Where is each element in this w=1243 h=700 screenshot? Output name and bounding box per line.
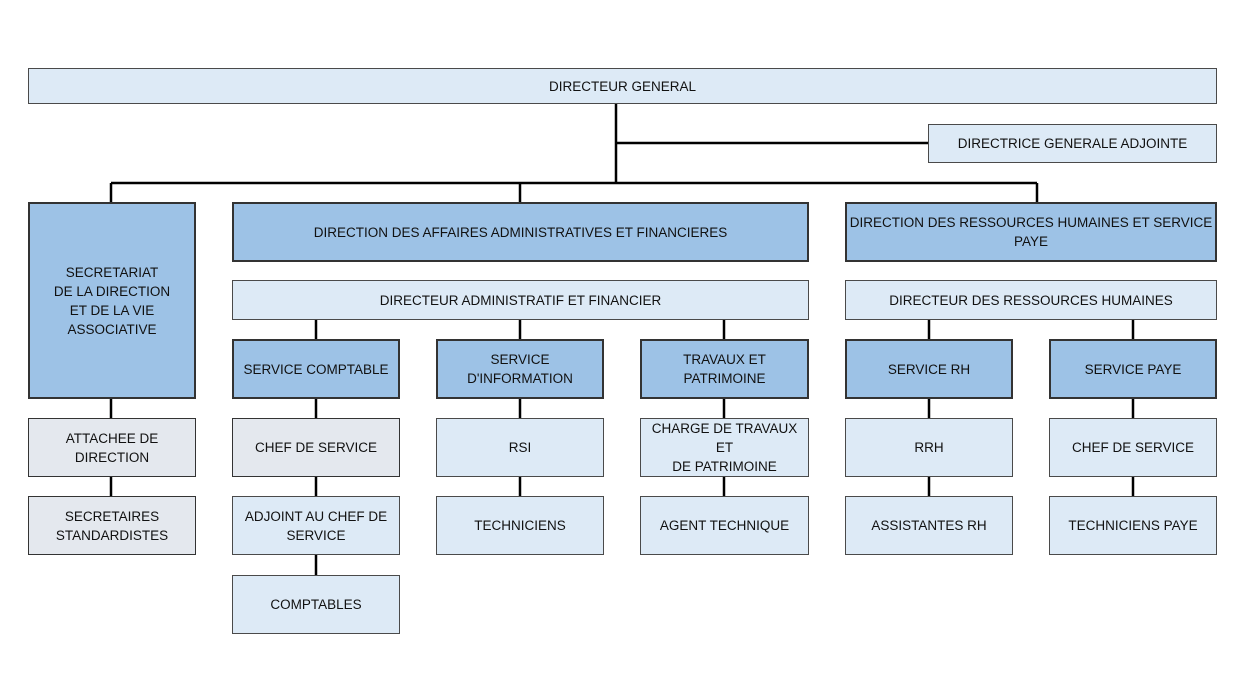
node-assistantes-rh: ASSISTANTES RH [845, 496, 1013, 555]
node-attachee-direction: ATTACHEE DE DIRECTION [28, 418, 196, 477]
node-rrh: RRH [845, 418, 1013, 477]
node-drh-paye: DIRECTION DES RESSOURCES HUMAINES ET SER… [845, 202, 1217, 262]
node-comptables: COMPTABLES [232, 575, 400, 634]
node-service-information: SERVICE D'INFORMATION [436, 339, 604, 399]
node-directeur-general: DIRECTEUR GENERAL [28, 68, 1217, 104]
node-secretariat: SECRETARIAT DE LA DIRECTION ET DE LA VIE… [28, 202, 196, 399]
node-agent-technique: AGENT TECHNIQUE [640, 496, 809, 555]
node-directeur-af: DIRECTEUR ADMINISTRATIF ET FINANCIER [232, 280, 809, 320]
node-directeur-rh: DIRECTEUR DES RESSOURCES HUMAINES [845, 280, 1217, 320]
node-daaf: DIRECTION DES AFFAIRES ADMINISTRATIVES E… [232, 202, 809, 262]
node-adjoint-chef-service: ADJOINT AU CHEF DE SERVICE [232, 496, 400, 555]
node-travaux-patrimoine: TRAVAUX ET PATRIMOINE [640, 339, 809, 399]
node-service-comptable: SERVICE COMPTABLE [232, 339, 400, 399]
node-chef-service-paye: CHEF DE SERVICE [1049, 418, 1217, 477]
node-service-rh: SERVICE RH [845, 339, 1013, 399]
node-rsi: RSI [436, 418, 604, 477]
node-charge-travaux: CHARGE DE TRAVAUX ET DE PATRIMOINE [640, 418, 809, 477]
node-service-paye: SERVICE PAYE [1049, 339, 1217, 399]
node-secretaires-standardistes: SECRETAIRES STANDARDISTES [28, 496, 196, 555]
node-techniciens: TECHNICIENS [436, 496, 604, 555]
node-chef-service-compta: CHEF DE SERVICE [232, 418, 400, 477]
node-techniciens-paye: TECHNICIENS PAYE [1049, 496, 1217, 555]
node-directrice-generale-adjointe: DIRECTRICE GENERALE ADJOINTE [928, 124, 1217, 163]
